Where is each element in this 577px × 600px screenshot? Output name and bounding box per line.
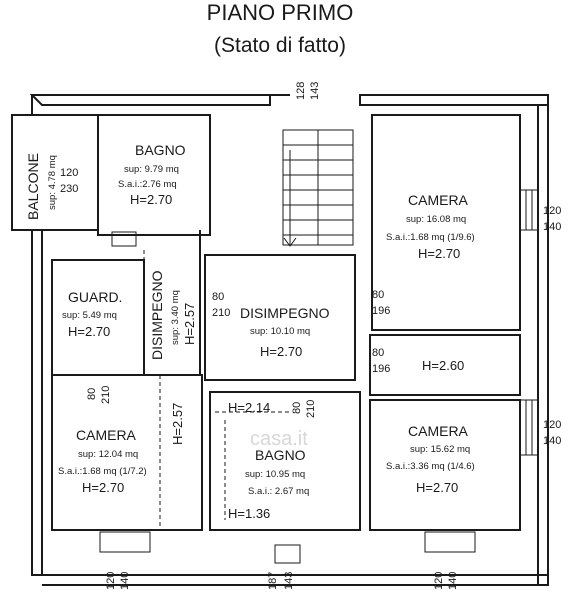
dim-ct2-a: 120	[543, 419, 561, 431]
dim-d2-b: 196	[372, 305, 390, 317]
dim-d1-b: 210	[212, 307, 230, 319]
dim-bot1-a: 120	[105, 572, 117, 590]
dim-d3-a: 80	[372, 347, 384, 359]
room-disimpegno-small: DISIMPEGNO sup: 3.40 mq H=2.57	[149, 270, 197, 360]
room-bagno-bottom: H=2.14 BAGNO sup: 10.95 mq S.a.i.: 2.67 …	[228, 400, 309, 521]
dim-ctr-b: 140	[543, 221, 561, 233]
dim-d2-a: 80	[372, 289, 384, 301]
dashed-lines	[143, 250, 290, 530]
dim-d3-b: 196	[372, 363, 390, 375]
disimpegno-small-h: H=2.57	[182, 303, 197, 345]
plan-title: PIANO PRIMO	[207, 0, 354, 25]
camera-br-name: CAMERA	[408, 423, 469, 439]
room-disimpegno: DISIMPEGNO sup: 10.10 mq H=2.70	[240, 305, 330, 359]
outer-walls	[11, 94, 549, 586]
disimpegno-sup: sup: 10.10 mq	[250, 326, 310, 337]
dimension-labels: 128 143 120 230 120 140 120 140 80 210 8…	[60, 82, 561, 590]
dim-top-b: 143	[309, 82, 321, 100]
disimpegno-small-sup: sup: 3.40 mq	[170, 290, 181, 345]
windows	[99, 189, 539, 564]
right-strip-h: H=2.60	[422, 358, 464, 373]
camera-bl-name: CAMERA	[76, 427, 137, 443]
bagno-top-h: H=2.70	[130, 192, 172, 207]
bagno-bottom-sup: sup: 10.95 mq	[245, 469, 305, 480]
camera-bl-sai: S.a.i.:1.68 mq (1/7.2)	[58, 466, 147, 477]
dim-balcone-b: 230	[60, 183, 78, 195]
dim-bot3-a: 120	[433, 572, 445, 590]
bagno-bottom-h2: H=1.36	[228, 506, 270, 521]
dim-ct2-b: 140	[543, 435, 561, 447]
room-bagno-top: BAGNO sup: 9.79 mq S.a.i.:2.76 mq H=2.70	[118, 142, 186, 207]
bagno-top-name: BAGNO	[135, 142, 186, 158]
dim-guard-b: 210	[100, 386, 112, 404]
room-camera-bottom-right: CAMERA sup: 15.62 mq S.a.i.:3.36 mq (1/4…	[386, 423, 475, 495]
dim-ctr-a: 120	[543, 205, 561, 217]
dim-bb-a: 80	[291, 402, 303, 414]
disimpegno-name: DISIMPEGNO	[240, 305, 330, 321]
guard-sup: sup: 5.49 mq	[62, 310, 117, 321]
balcone-name: BALCONE	[25, 153, 41, 220]
dim-bot2-a: 187	[267, 572, 279, 590]
room-camera-top-right: CAMERA sup: 16.08 mq S.a.i.:1.68 mq (1/9…	[386, 192, 475, 261]
left-corridor-h: H=2.57	[170, 403, 185, 445]
watermark: casa.it	[250, 428, 308, 450]
guard-name: GUARD.	[68, 289, 122, 305]
interior-walls	[51, 114, 521, 531]
camera-bl-h: H=2.70	[82, 480, 124, 495]
camera-br-sai: S.a.i.:3.36 mq (1/4.6)	[386, 461, 475, 472]
dim-bot1-b: 140	[119, 572, 131, 590]
camera-tr-h: H=2.70	[418, 246, 460, 261]
guard-h: H=2.70	[68, 324, 110, 339]
room-guardaroba: GUARD. sup: 5.49 mq H=2.70	[62, 289, 122, 339]
dim-d1-a: 80	[212, 291, 224, 303]
dim-guard-a: 80	[86, 388, 98, 400]
bagno-bottom-h: H=2.14	[228, 400, 270, 415]
plan-subtitle: (Stato di fatto)	[214, 34, 346, 57]
camera-bl-sup: sup: 12.04 mq	[78, 449, 138, 460]
camera-tr-sai: S.a.i.:1.68 mq (1/9.6)	[386, 232, 475, 243]
room-camera-bottom-left: CAMERA sup: 12.04 mq S.a.i.:1.68 mq (1/7…	[58, 427, 147, 495]
bagno-bottom-sai: S.a.i.: 2.67 mq	[248, 486, 309, 497]
staircase	[282, 129, 354, 247]
camera-tr-name: CAMERA	[408, 192, 469, 208]
disimpegno-h: H=2.70	[260, 344, 302, 359]
dim-top-a: 128	[295, 82, 307, 100]
bagno-top-sai: S.a.i.:2.76 mq	[118, 179, 177, 190]
dim-bb-b: 210	[305, 400, 317, 418]
camera-br-sup: sup: 15.62 mq	[410, 444, 470, 455]
camera-tr-sup: sup: 16.08 mq	[406, 214, 466, 225]
bagno-bottom-name: BAGNO	[255, 447, 306, 463]
dim-bot3-b: 140	[447, 572, 459, 590]
disimpegno-small-name: DISIMPEGNO	[149, 270, 165, 360]
dim-balcone-a: 120	[60, 167, 78, 179]
camera-br-h: H=2.70	[416, 480, 458, 495]
balcone-sup: sup: 4.78 mq	[47, 155, 58, 210]
dim-bot2-b: 143	[283, 572, 295, 590]
bagno-top-sup: sup: 9.79 mq	[124, 164, 179, 175]
room-balcone: BALCONE sup: 4.78 mq	[25, 153, 58, 220]
